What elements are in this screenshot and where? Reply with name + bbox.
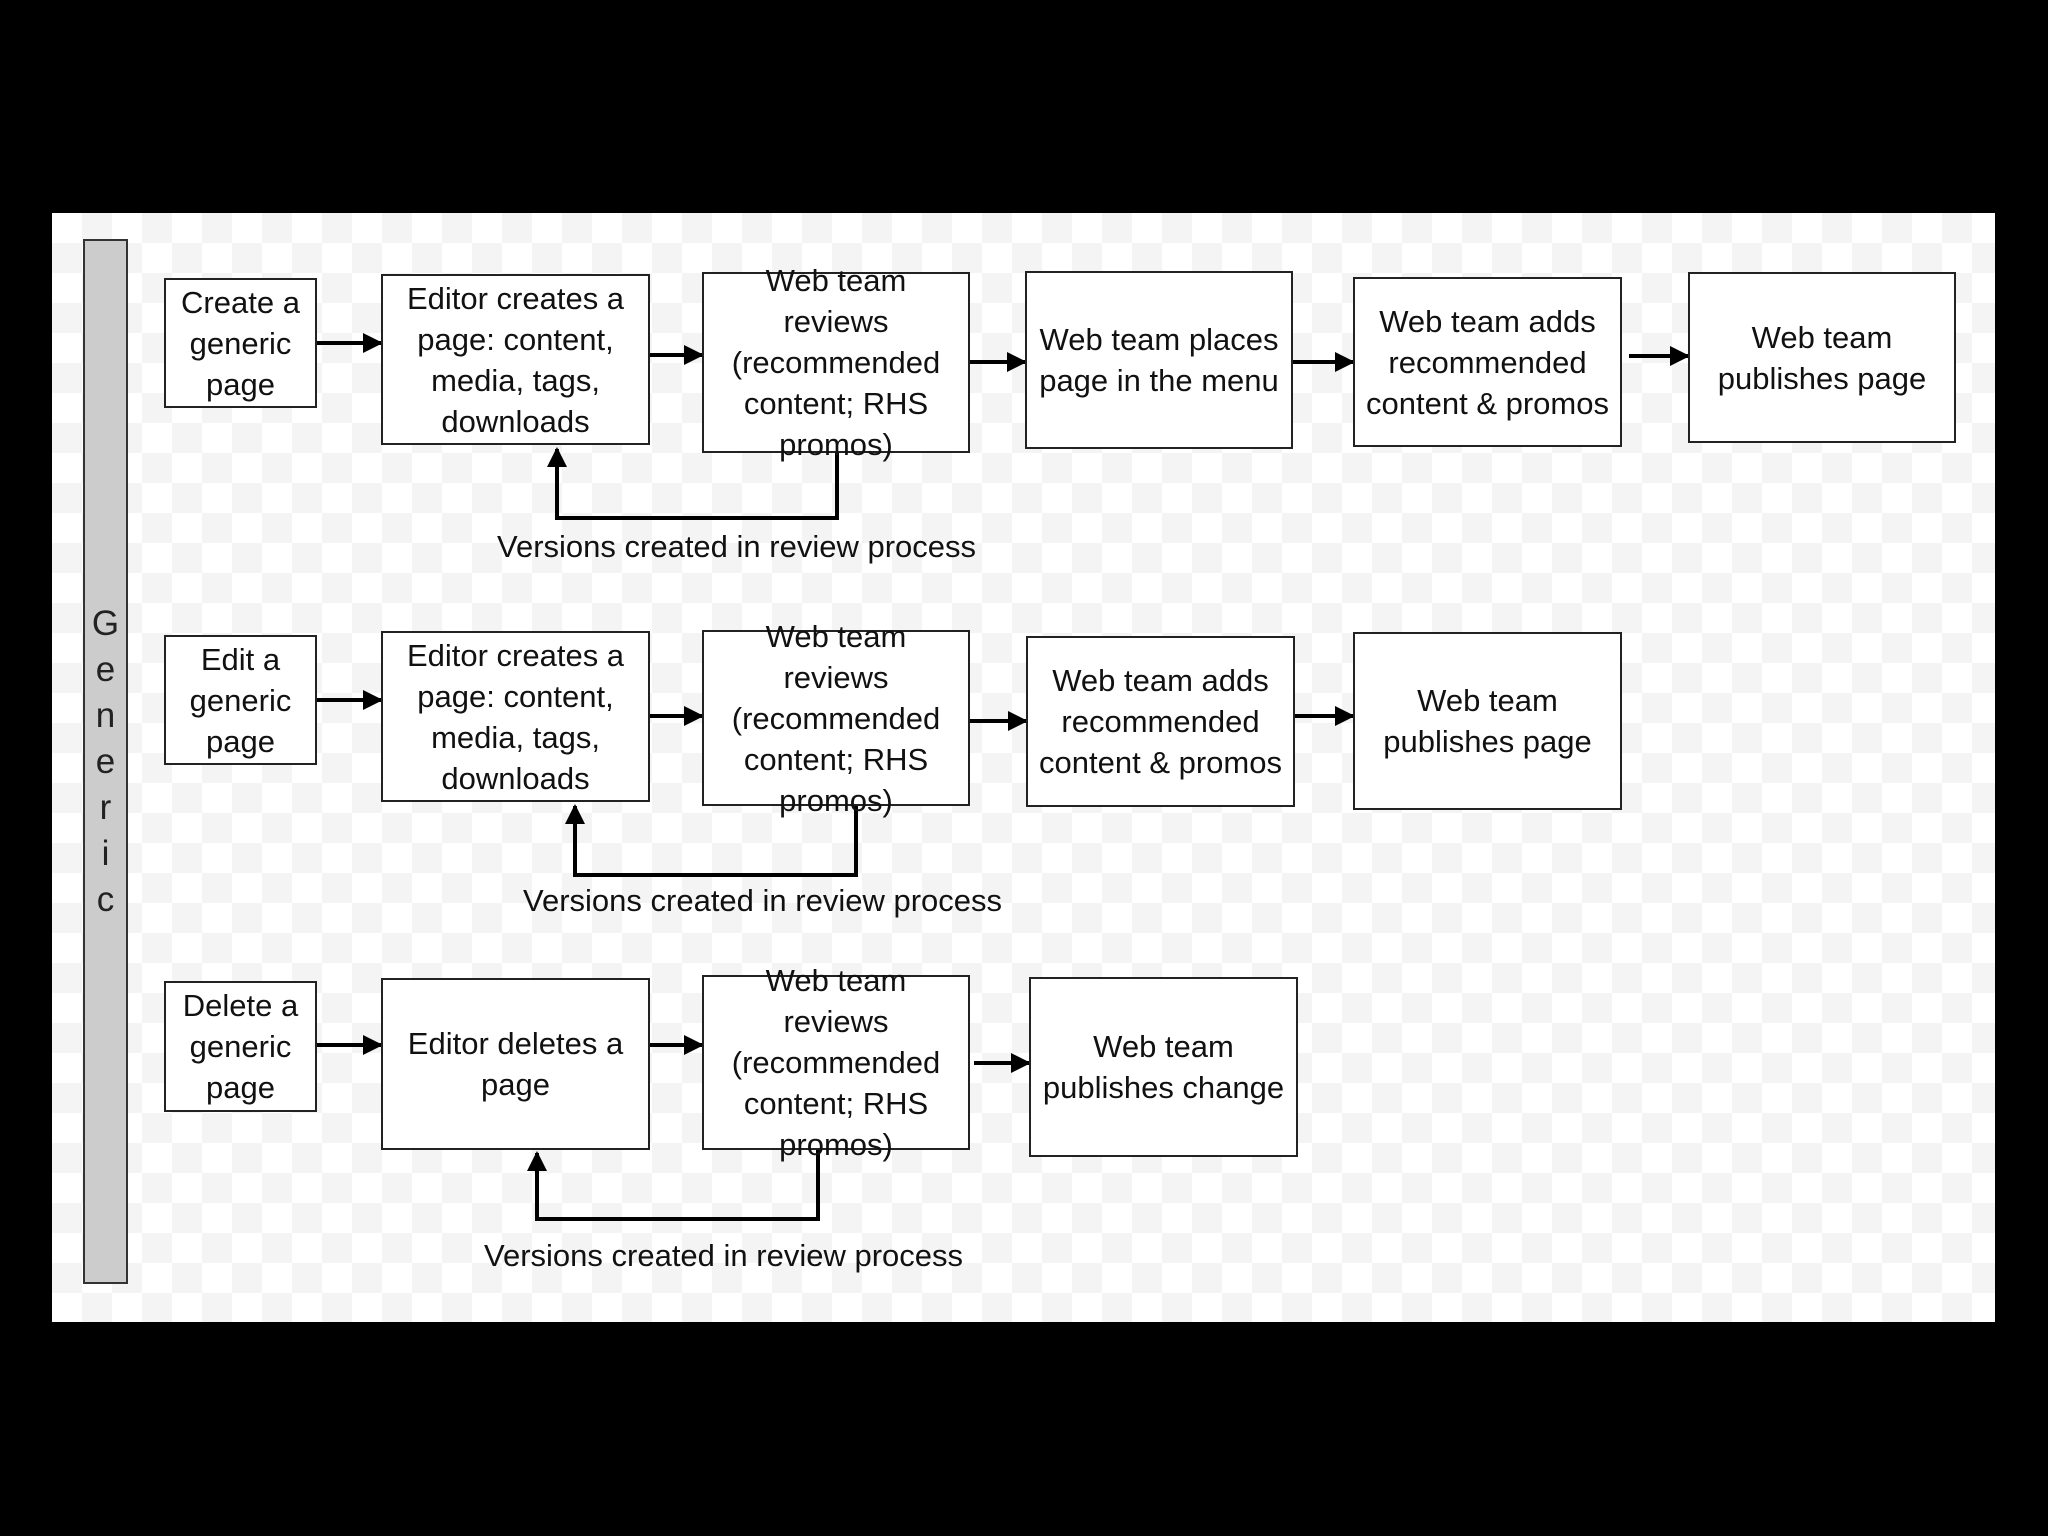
step-web-team-reviews: Web team reviews (recommended content; R… — [702, 963, 970, 1162]
step-web-team-publishes-change: Web team publishes change — [1029, 977, 1298, 1157]
connectors — [317, 333, 1690, 1221]
loop-label: Versions created in review process — [484, 1238, 964, 1273]
review-loop-arrow — [565, 804, 858, 877]
step-web-team-reviews: Web team reviews (recommended content; R… — [702, 263, 970, 462]
step-edit-generic-page: Edit a generic page — [164, 635, 317, 765]
step-web-team-publishes: Web team publishes page — [1353, 632, 1622, 810]
step-editor-creates-page: Editor creates a page: content, media, t… — [381, 274, 650, 445]
step-web-team-publishes: Web team publishes page — [1688, 272, 1956, 443]
step-editor-creates-page: Editor creates a page: content, media, t… — [381, 631, 650, 802]
review-loop-arrow — [547, 447, 839, 520]
loop-label: Versions created in review process — [497, 529, 977, 564]
step-web-team-adds-promos: Web team adds recommended content & prom… — [1353, 277, 1622, 447]
step-delete-generic-page: Delete a generic page — [164, 981, 317, 1112]
step-web-team-reviews: Web team reviews (recommended content; R… — [702, 619, 970, 818]
review-loop-arrow — [527, 1150, 820, 1221]
step-web-team-places-menu: Web team places page in the menu — [1025, 271, 1293, 449]
step-editor-deletes-page: Editor deletes a page — [381, 978, 650, 1150]
step-web-team-adds-promos: Web team adds recommended content & prom… — [1026, 636, 1295, 807]
loop-label: Versions created in review process — [523, 883, 1003, 918]
step-create-generic-page: Create a generic page — [164, 278, 317, 408]
